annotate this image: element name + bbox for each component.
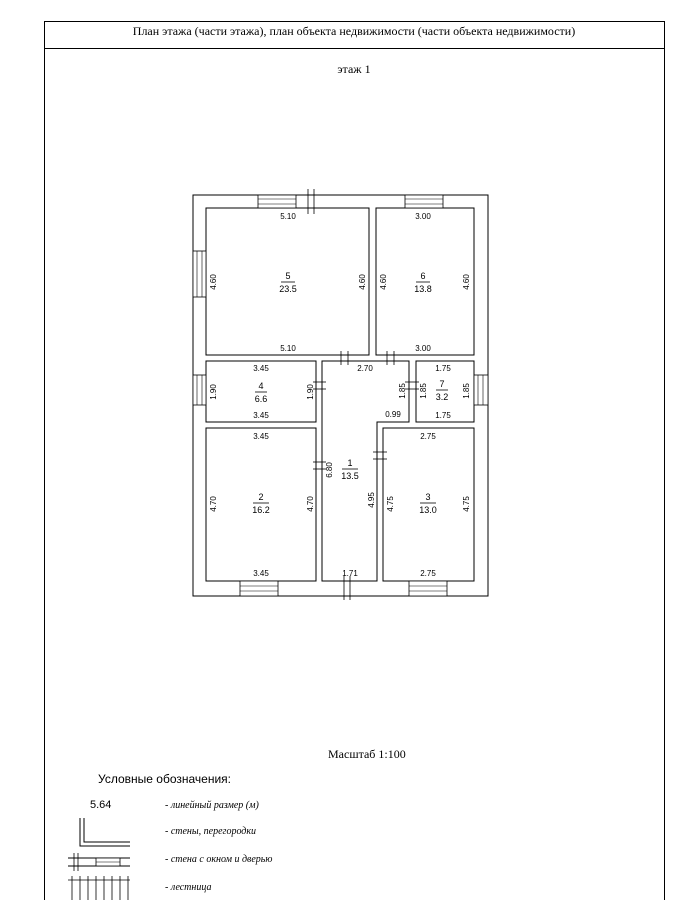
room-1-label: 1 13.5	[341, 458, 359, 481]
room-4-area: 6.6	[255, 394, 268, 404]
legend-item-stairs: - лестница	[165, 882, 212, 893]
room-6-number: 6	[420, 271, 425, 281]
header-frame	[44, 21, 664, 49]
dim-r7-left: 1.85	[419, 383, 428, 399]
frame-right-border	[664, 21, 665, 900]
room-3-label: 3 13.0	[419, 492, 437, 515]
room-5-area: 23.5	[279, 284, 297, 294]
legend-item-dimension: - линейный размер (м)	[165, 800, 259, 811]
room-2-label: 2 16.2	[252, 492, 270, 515]
room-7-area: 3.2	[436, 392, 449, 402]
page-title: План этажа (части этажа), план объекта н…	[132, 24, 576, 38]
dim-corridor-right: 4.95	[367, 492, 376, 508]
room-5-outline	[205, 207, 370, 356]
window-left-room-4	[192, 374, 207, 406]
floor-label: этаж 1	[337, 62, 371, 76]
legend-item-walls: - стены, перегородки	[165, 826, 257, 837]
dim-r7-right: 1.85	[462, 383, 471, 399]
window-right-room-7	[473, 374, 489, 406]
dim-r6-top: 3.00	[415, 212, 431, 221]
legend-title: Условные обозначения:	[98, 772, 231, 786]
dim-r4-left: 1.90	[209, 384, 218, 400]
dim-r5-top: 5.10	[280, 212, 296, 221]
dim-r6-bottom: 3.00	[415, 344, 431, 353]
dim-corridor-bottom: 1.71	[342, 569, 358, 578]
frame-left-border	[44, 21, 45, 900]
room-1-number: 1	[347, 458, 352, 468]
dim-r7-outer: 1.85	[398, 383, 407, 399]
window-top-room-5	[257, 194, 297, 209]
dimension-labels: 5.10 5.10 3.00 3.00 3.45 3.45 2.70 0.99 …	[209, 212, 471, 578]
room-7-label: 7 3.2	[436, 379, 449, 402]
dim-r2-left: 4.70	[209, 496, 218, 512]
room-4-number: 4	[258, 381, 263, 391]
room-6-label: 6 13.8	[414, 271, 432, 294]
dim-r3-bottom: 2.75	[420, 569, 436, 578]
dim-r5-left: 4.60	[209, 274, 218, 290]
legend-stairs-symbol	[68, 876, 130, 900]
window-left-room-5	[192, 250, 207, 298]
dim-r7-top: 1.75	[435, 364, 451, 373]
dim-r2-bottom: 3.45	[253, 569, 269, 578]
room-4-label: 4 6.6	[255, 381, 268, 404]
room-5-label: 5 23.5	[279, 271, 297, 294]
room-1-area: 13.5	[341, 471, 359, 481]
dim-r6-right: 4.60	[462, 274, 471, 290]
room-2-area: 16.2	[252, 505, 270, 515]
dim-corridor-left: 6.80	[325, 462, 334, 478]
room-6-area: 13.8	[414, 284, 432, 294]
dim-r5-bottom: 5.10	[280, 344, 296, 353]
room-1-outline	[321, 360, 410, 582]
room-2-number: 2	[258, 492, 263, 502]
room-3-number: 3	[425, 492, 430, 502]
room-5-number: 5	[285, 271, 290, 281]
scale-label: Масштаб 1:100	[328, 747, 406, 761]
dim-r6-left: 4.60	[379, 274, 388, 290]
room-7-number: 7	[439, 379, 444, 389]
room-3-area: 13.0	[419, 505, 437, 515]
dim-r4-bottom: 3.45	[253, 411, 269, 420]
dim-r3-left: 4.75	[386, 496, 395, 512]
legend-window-door-symbol	[68, 853, 130, 871]
window-bottom-room-3	[408, 580, 448, 597]
dim-r2-right: 4.70	[306, 496, 315, 512]
dim-r3-right: 4.75	[462, 496, 471, 512]
dim-r4-top: 3.45	[253, 364, 269, 373]
dim-r4-right: 1.90	[306, 384, 315, 400]
dim-r5-right: 4.60	[358, 274, 367, 290]
door-markers	[307, 189, 419, 600]
dim-corridor-top: 2.70	[357, 364, 373, 373]
dim-corridor-step: 0.99	[385, 410, 401, 419]
legend-sample-dimension: 5.64	[90, 799, 112, 811]
dim-r3-top: 2.75	[420, 432, 436, 441]
dim-r2-top: 3.45	[253, 432, 269, 441]
legend-item-window-door: - стена с окном и дверью	[165, 854, 273, 865]
legend-walls-symbol	[79, 818, 130, 847]
window-bottom-room-2	[239, 580, 279, 597]
window-top-room-6	[404, 194, 444, 209]
room-6-outline	[375, 207, 475, 356]
dim-r7-bottom: 1.75	[435, 411, 451, 420]
